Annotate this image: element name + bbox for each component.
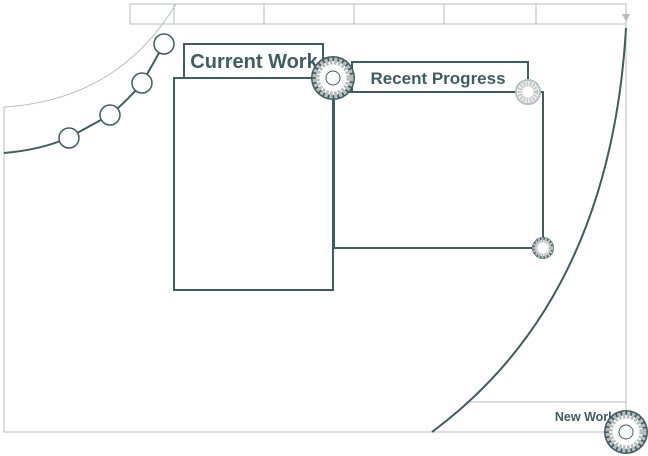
segmented-ring-icon[interactable] xyxy=(604,410,648,454)
timeline-node-3[interactable] xyxy=(131,72,153,94)
timeline-node-1[interactable] xyxy=(58,127,80,149)
top-ruler-ticks xyxy=(173,4,537,24)
small-ring-icon[interactable] xyxy=(532,237,554,259)
current-work-label: Current Work xyxy=(190,51,318,73)
sweep-arc xyxy=(431,27,627,433)
recent-progress-label: Recent Progress xyxy=(370,69,505,88)
recent-progress-panel[interactable]: Recent Progress xyxy=(333,61,544,249)
new-work-label: New Work xyxy=(555,410,615,424)
current-work-panel[interactable]: Current Work xyxy=(173,43,334,291)
timeline-node-4[interactable] xyxy=(153,33,175,55)
timeline-curve xyxy=(3,43,165,154)
timeline-node-2[interactable] xyxy=(99,104,121,126)
small-ring-icon[interactable] xyxy=(515,79,541,105)
segmented-ring-icon[interactable] xyxy=(311,56,355,100)
arrow-down-icon xyxy=(622,14,630,22)
